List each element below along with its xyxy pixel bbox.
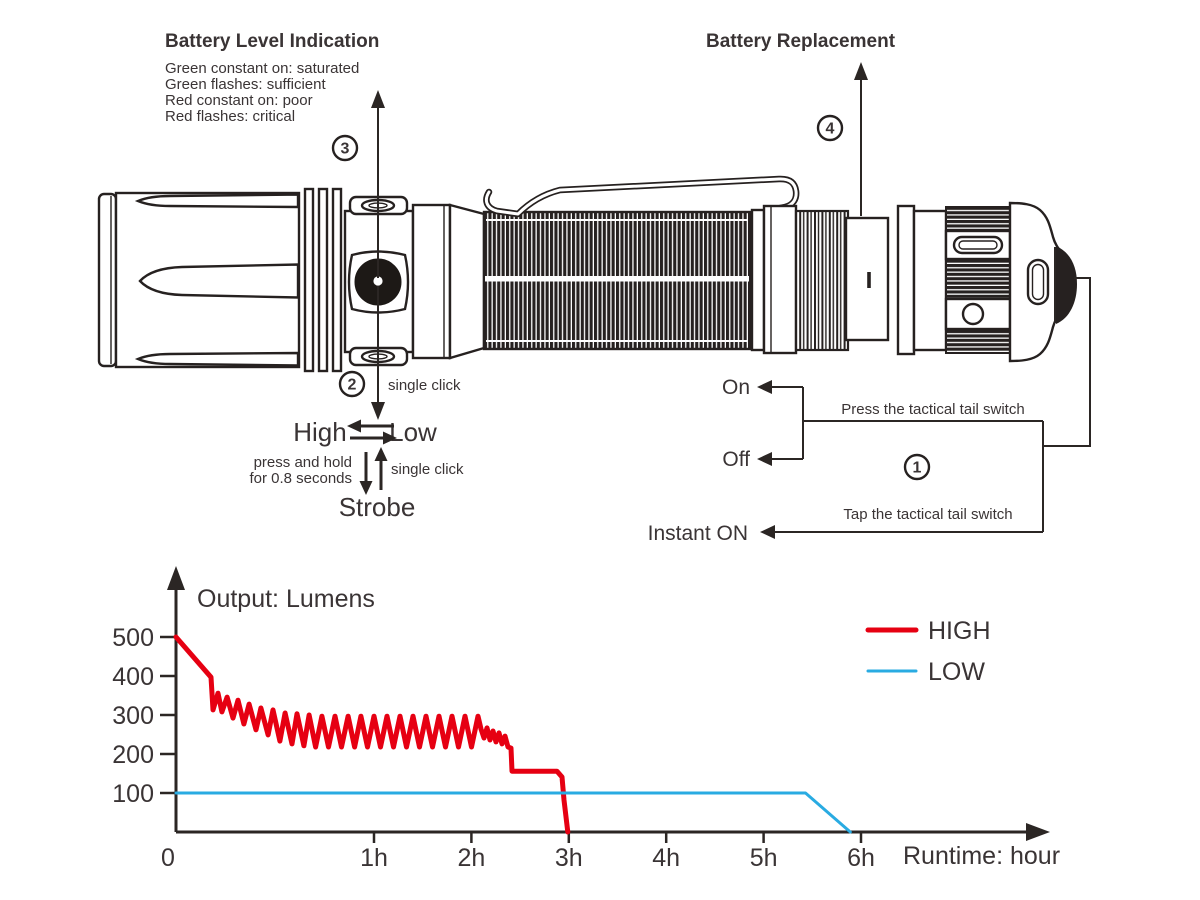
- body-end-ring: [750, 208, 766, 352]
- off-label: Off: [722, 448, 750, 471]
- tailcap-slot-inner: [958, 240, 998, 250]
- y-tick-label: 100: [112, 780, 154, 808]
- step-2-number: 2: [348, 377, 357, 394]
- tail-switch-dome[interactable]: [1056, 246, 1077, 324]
- tailcap-band: [912, 209, 948, 352]
- on-label: On: [722, 376, 750, 399]
- battery-replacement-title: Battery Replacement: [706, 31, 896, 52]
- tailcap-knurl-top: [945, 206, 1011, 232]
- arrow-up-head: [854, 62, 868, 80]
- mode-strobe-label: Strobe: [339, 492, 416, 522]
- tailcap-slot: [952, 235, 1004, 255]
- body-groove-bottom: [486, 340, 748, 342]
- body-groove-top: [486, 219, 748, 221]
- step-2-circle: [338, 370, 366, 398]
- step-1-number: 1: [913, 460, 922, 477]
- arrow-strobe-down-head: [359, 481, 373, 495]
- mode-diagram: High Low press and hold for 0.8 seconds …: [249, 417, 464, 522]
- y-ticks: 500 400 300 200 100: [112, 624, 176, 808]
- chart-legend: HIGH LOW: [865, 617, 991, 686]
- tailcap-knurl-bottom: [945, 328, 1011, 354]
- bezel-crenellation-gap-middle: [138, 263, 300, 299]
- bezel-crenellation-gap-top: [134, 193, 300, 209]
- body-groove-middle: [485, 276, 749, 282]
- side-switch-annotation: 3 2 single click: [331, 90, 461, 420]
- single-click-label: single click: [391, 461, 464, 478]
- step-4-number: 4: [826, 121, 835, 138]
- x-axis-title: Runtime: hour: [903, 842, 1060, 870]
- off-arrow-head: [757, 452, 772, 466]
- series-low-line: [174, 791, 852, 834]
- tailcap-ring: [896, 204, 916, 356]
- press-tail-switch-label: Press the tactical tail switch: [841, 401, 1024, 418]
- y-tick-label: 500: [112, 624, 154, 652]
- on-arrow-head: [757, 380, 772, 394]
- tail-connector-line: [1043, 277, 1091, 447]
- y-tick-label: 200: [112, 741, 154, 769]
- legend-label-high: HIGH: [928, 617, 991, 645]
- chart-series: [173, 634, 852, 835]
- step-1-circle: [903, 453, 931, 481]
- single-click-label: single click: [388, 377, 461, 394]
- battery-replacement-annotation: Battery Replacement 4: [706, 31, 896, 216]
- mode-high-label: High: [293, 417, 346, 447]
- y-tick-label: 300: [112, 702, 154, 730]
- x-tick-label: 6h: [847, 844, 875, 872]
- runtime-chart: Output: Lumens Runtime: hour 500 400 300 20…: [112, 566, 1060, 872]
- side-switch-led: [373, 276, 383, 286]
- threads: [794, 209, 850, 352]
- battery-level-line: Green constant on: saturated: [165, 60, 359, 77]
- y-tick-label: 400: [112, 663, 154, 691]
- battery-level-line: Red constant on: poor: [165, 92, 313, 109]
- battery[interactable]: [844, 216, 890, 342]
- heat-sink-ring: [331, 187, 343, 373]
- press-hold-label-line1: press and hold: [254, 454, 352, 471]
- battery-level-title: Battery Level Indication: [165, 31, 379, 52]
- x-tick-label: 4h: [652, 844, 680, 872]
- tail-switch-diagram: On Off Instant ON Press the tactical tai…: [648, 277, 1091, 545]
- battery-level-indication: Battery Level Indication Green constant …: [165, 31, 379, 125]
- x-tick-label: 5h: [750, 844, 778, 872]
- rear-collar: [762, 204, 798, 355]
- step-4-circle: [816, 114, 844, 142]
- neck-taper: [448, 203, 486, 360]
- y-axis-arrow: [167, 566, 185, 590]
- step-3-circle: [331, 134, 359, 162]
- y-axis-title: Output: Lumens: [197, 585, 375, 613]
- legend-label-low: LOW: [928, 658, 985, 686]
- flashlight-diagram: [97, 175, 1077, 373]
- tail-lanyard-hole: [1026, 258, 1050, 306]
- step-3-number: 3: [341, 141, 350, 158]
- heat-sink-ring: [303, 187, 315, 373]
- tailcap-knurl-middle: [945, 258, 1011, 300]
- battery-level-line: Red flashes: critical: [165, 108, 295, 125]
- arrow-left-head: [347, 419, 361, 433]
- x-axis-arrow: [1026, 823, 1050, 841]
- tailcap-hole: [961, 302, 985, 326]
- x-tick-label: 1h: [360, 844, 388, 872]
- mode-low-label: Low: [389, 417, 437, 447]
- tap-tail-switch-label: Tap the tactical tail switch: [843, 506, 1012, 523]
- battery-level-line: Green flashes: sufficient: [165, 76, 326, 93]
- press-hold-label-line2: for 0.8 seconds: [249, 470, 352, 487]
- bezel-front-rim: [97, 192, 118, 368]
- bezel-crenellation-gap-bottom: [134, 351, 300, 367]
- series-high-line: [173, 634, 571, 835]
- instant-on-arrow-head: [760, 525, 775, 539]
- tail-lanyard-hole-inner: [1031, 263, 1045, 301]
- arrow-strobe-up-head: [374, 447, 388, 461]
- x-tick-label: 0: [161, 844, 175, 872]
- x-tick-label: 2h: [457, 844, 485, 872]
- instant-on-label: Instant ON: [648, 522, 748, 545]
- arrow-up-head: [371, 90, 385, 108]
- heat-sink-ring: [317, 187, 329, 373]
- x-tick-label: 3h: [555, 844, 583, 872]
- pocket-clip-highlight: [484, 177, 798, 219]
- arrow-right-head: [383, 431, 397, 445]
- x-ticks: 0 1h 2h 3h 4h 5h 6h: [161, 832, 875, 872]
- arrow-down-head: [371, 402, 385, 420]
